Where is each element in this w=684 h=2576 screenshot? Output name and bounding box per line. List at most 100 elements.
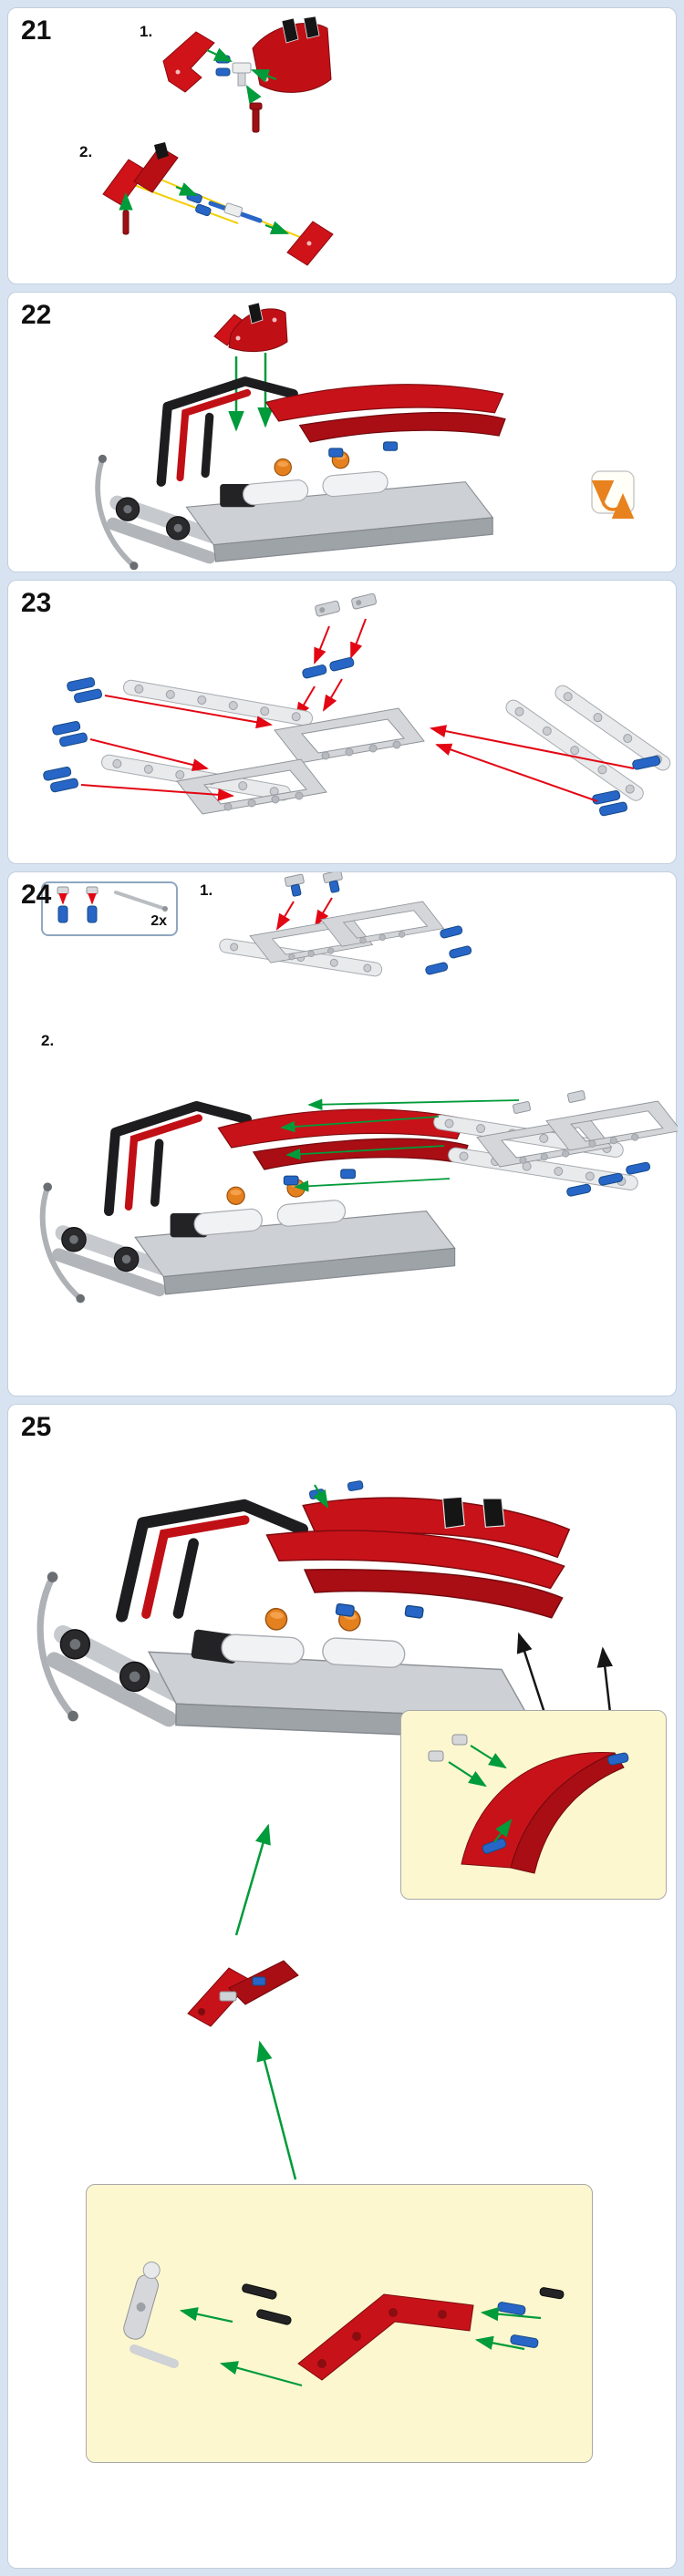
blue-pin [283, 1175, 299, 1186]
gray-connector-with-pin [284, 873, 305, 897]
green-arrow [470, 1745, 507, 1769]
blue-pin [482, 1838, 507, 1854]
blue-pin [302, 665, 327, 679]
gray-connector [513, 1101, 531, 1114]
blue-pin [598, 1172, 624, 1186]
substep-1-diagram [162, 15, 332, 133]
black-axle-pin [242, 2283, 277, 2300]
pneumatic-cylinder [322, 1637, 406, 1668]
step-21-substep-1-label: 1. [140, 23, 153, 40]
green-arrow [493, 1819, 513, 1843]
gray-arm [130, 2344, 179, 2368]
technic-frame [320, 901, 445, 947]
red-strut [176, 388, 252, 482]
step-25-number: 25 [21, 1412, 52, 1442]
green-guide-arrow [307, 1098, 520, 1110]
black-stripe [441, 1496, 465, 1530]
red-wing-panel [252, 1138, 469, 1170]
blue-pin [252, 1976, 266, 1986]
pin-with-bush [57, 886, 69, 923]
step-24-substep-2-label: 2. [41, 1032, 55, 1049]
step-21-number: 21 [21, 15, 52, 46]
liftarm-beam [554, 685, 671, 771]
liftarm-beam [122, 679, 314, 726]
green-arrow [264, 221, 290, 235]
red-arrow [80, 784, 234, 801]
red-arrow [104, 695, 273, 729]
gray-connector [219, 1991, 237, 2002]
blue-pin [632, 756, 661, 770]
red-wing-panel [298, 411, 506, 443]
green-guide-arrow [280, 1116, 440, 1133]
black-axle-pin [539, 2287, 565, 2300]
step-23-diagram [43, 592, 671, 817]
red-axle [122, 210, 130, 235]
step-22-number: 22 [21, 300, 52, 330]
step-25-diagram [36, 1480, 613, 2180]
flex-axle [36, 1575, 76, 1718]
blue-pin [626, 1161, 651, 1175]
mudguard-subassembly-callout [400, 1710, 667, 1900]
red-angle-panel [133, 146, 179, 193]
bracket-subassembly [187, 1960, 299, 2027]
red-arrow [435, 743, 598, 802]
red-wing-panel [264, 384, 504, 422]
blue-pin [329, 657, 355, 672]
blue-pin [449, 945, 472, 959]
black-arrow [516, 1632, 546, 1714]
black-stripe [303, 15, 320, 39]
gray-beam [106, 517, 216, 564]
step-24-panel: 2x 24 1. 2. [7, 871, 678, 1396]
pneumatic-cylinder [243, 479, 309, 506]
white-connector [232, 62, 252, 74]
black-arrow [596, 1646, 613, 1714]
rotate-model-icon [591, 470, 635, 520]
red-arrow [314, 625, 330, 665]
green-arrow [448, 1761, 487, 1788]
flex-axle [95, 458, 136, 568]
black-cage [156, 376, 298, 487]
red-strut [124, 1114, 203, 1211]
pneumatic-cylinder [193, 1208, 263, 1236]
chassis-assembly [39, 1101, 469, 1303]
green-arrow [206, 47, 233, 62]
green-guide-arrow [294, 1178, 451, 1192]
gray-connector [315, 600, 340, 617]
green-arrow [480, 2306, 542, 2322]
pin-with-bush [86, 886, 98, 923]
step-21-diagram [102, 15, 334, 266]
black-stripe [247, 302, 264, 325]
frame-assembly [433, 1090, 678, 1197]
step-23-panel: 23 [7, 580, 677, 864]
step-24-number: 24 [21, 880, 52, 910]
green-arrow [219, 2361, 303, 2387]
red-wing-panel [265, 1530, 565, 1590]
blue-pin [195, 203, 212, 217]
blue-pin-pair [52, 721, 88, 747]
black-cage [104, 1101, 253, 1217]
gray-connector-with-pin [322, 872, 343, 893]
gray-axle [114, 891, 167, 911]
step-24-substep-1-label: 1. [200, 881, 213, 899]
substep-2-diagram [102, 142, 334, 266]
gray-connector [351, 592, 377, 610]
green-arrow [245, 85, 262, 105]
gray-beam [46, 1652, 177, 1727]
flex-axle [39, 1186, 83, 1301]
green-arrow [313, 1484, 329, 1509]
step-22-panel: 22 [7, 292, 677, 572]
blue-pin [215, 67, 231, 77]
green-guide-arrow [285, 1145, 445, 1160]
red-angle-panel [162, 31, 215, 93]
blue-pin [607, 1752, 629, 1766]
red-arrow [314, 897, 333, 927]
parts-callout-diagram [57, 886, 168, 923]
pneumatic-cylinder [322, 470, 389, 498]
green-arrow [175, 182, 199, 197]
red-strut [141, 1515, 250, 1619]
black-stripe [482, 1498, 505, 1528]
black-cage [116, 1499, 308, 1623]
gray-beam [52, 1248, 166, 1297]
steering-knuckle [123, 2262, 161, 2340]
